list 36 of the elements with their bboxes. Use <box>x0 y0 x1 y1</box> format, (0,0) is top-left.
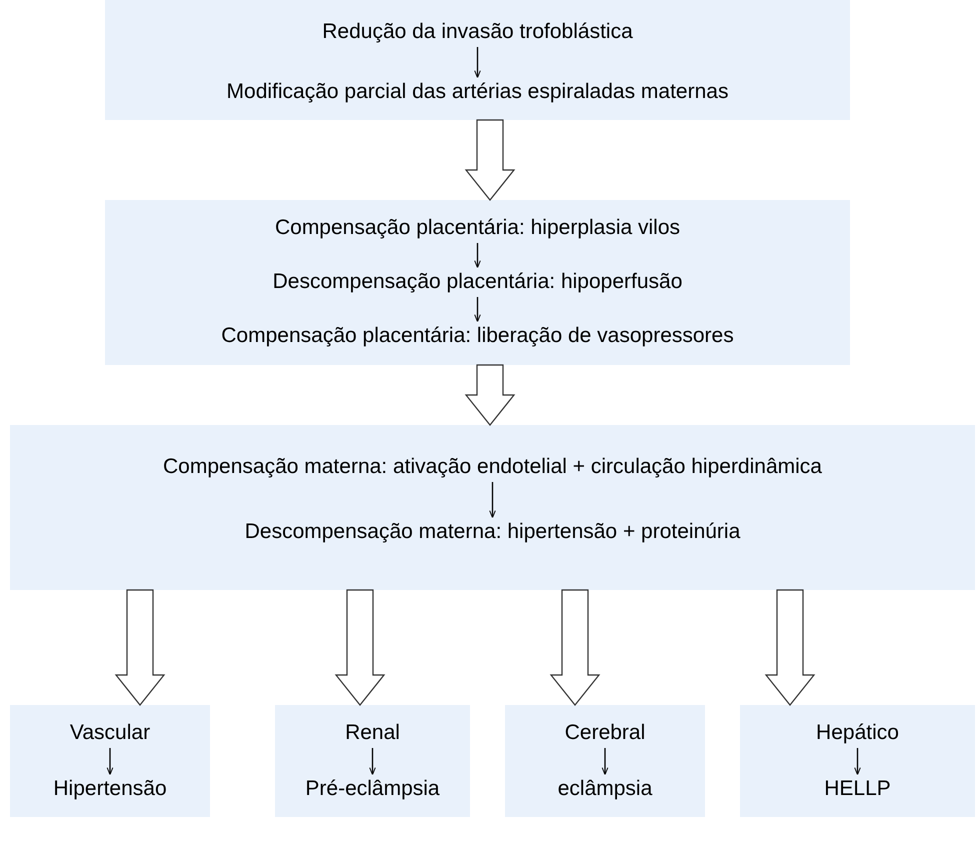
arrow <box>106 748 114 776</box>
step-text: Descompensação placentária: hipoperfusão <box>272 270 682 294</box>
block-arrow <box>464 119 516 201</box>
arrow <box>474 243 481 268</box>
arrow <box>474 47 481 78</box>
step-text: Renal <box>345 721 400 745</box>
step-text: Compensação materna: ativação endotelial + circulação hiperdinâmica <box>163 455 822 479</box>
arrow <box>602 748 608 776</box>
step-text: Pré-eclâmpsia <box>305 777 440 801</box>
arrow <box>854 748 861 776</box>
arrow <box>474 297 481 322</box>
step-text: Compensação placentária: hiperplasia vilos <box>274 216 680 240</box>
block-arrow <box>464 364 516 426</box>
process-box <box>105 200 850 365</box>
block-arrow <box>764 589 816 706</box>
step-text: Vascular <box>70 721 150 745</box>
step-text: Descompensação materna: hipertensão + proteinúria <box>244 520 740 544</box>
step-text: HELLP <box>824 777 891 801</box>
step-text: Hipertensão <box>53 777 167 801</box>
step-text: Modificação parcial das artérias espiraladas maternas <box>226 80 728 104</box>
arrow <box>369 748 376 776</box>
block-arrow <box>114 589 166 706</box>
step-text: eclâmpsia <box>558 777 652 801</box>
step-text: Hepático <box>816 721 899 745</box>
block-arrow <box>550 589 600 706</box>
process-box <box>10 705 210 817</box>
process-box <box>10 425 975 590</box>
arrow <box>489 482 496 518</box>
process-box <box>275 705 470 817</box>
process-box <box>105 0 850 120</box>
process-box <box>740 705 975 817</box>
step-text: Compensação placentária: liberação de vasopressores <box>221 324 734 348</box>
step-text: Redução da invasão trofoblástica <box>322 20 633 44</box>
process-box <box>505 705 705 817</box>
block-arrow <box>334 589 386 706</box>
step-text: Cerebral <box>564 721 646 745</box>
